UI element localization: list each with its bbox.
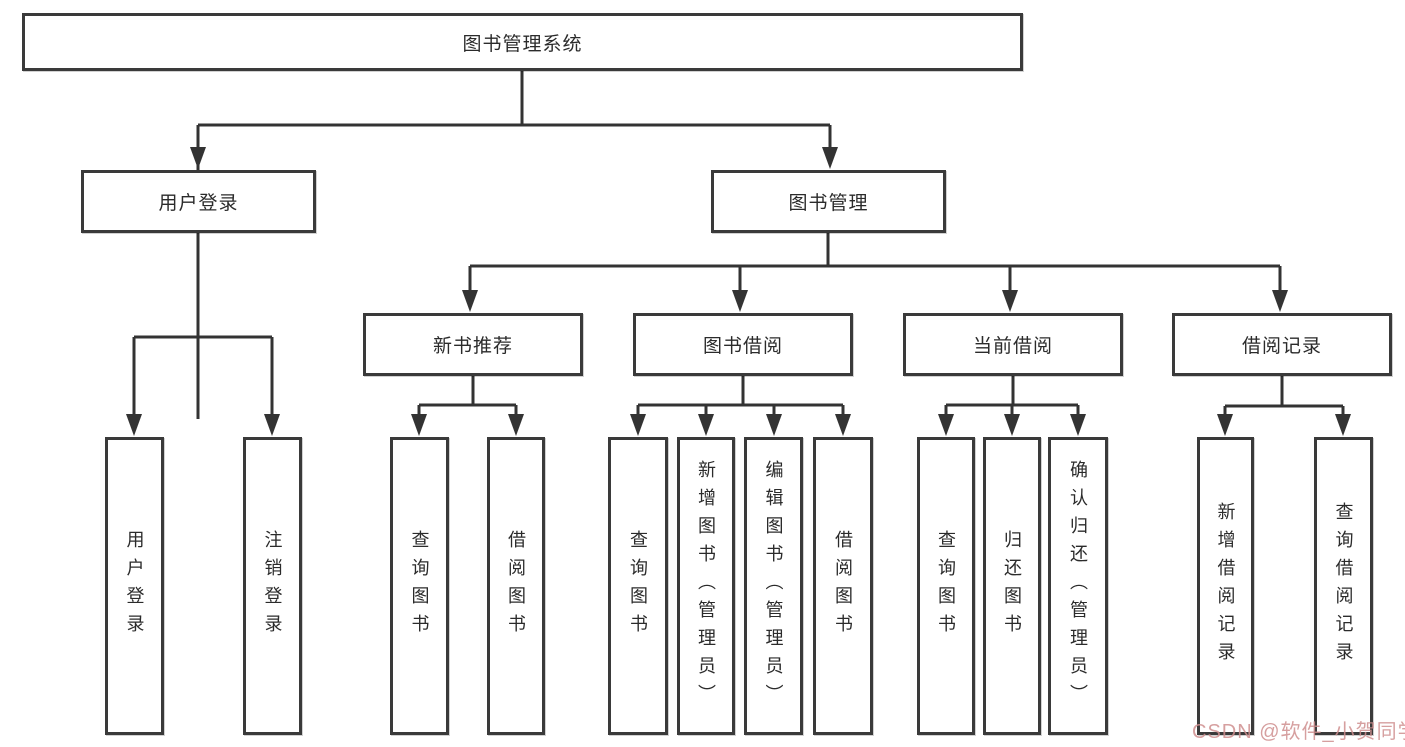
node-query-books-current: 查询图书 xyxy=(917,437,975,735)
node-logout-action: 注销登录 xyxy=(243,437,302,735)
node-return-books: 归还图书 xyxy=(983,437,1041,735)
node-current-borrowing: 当前借阅 xyxy=(903,313,1123,376)
node-confirm-return-admin: 确认归还（管理员） xyxy=(1048,437,1108,735)
node-borrow-books-recommend: 借阅图书 xyxy=(487,437,545,735)
node-add-books-admin-label: 新增图书（管理员） xyxy=(696,460,716,712)
node-query-books-recommend-label: 查询图书 xyxy=(409,530,430,642)
node-borrowing-records: 借阅记录 xyxy=(1172,313,1392,376)
node-edit-books-admin: 编辑图书（管理员） xyxy=(744,437,803,735)
node-confirm-return-admin-label: 确认归还（管理员） xyxy=(1068,460,1088,712)
node-book-borrowing: 图书借阅 xyxy=(633,313,853,376)
node-new-book-recommendation: 新书推荐 xyxy=(363,313,583,376)
node-borrow-books-recommend-label: 借阅图书 xyxy=(506,530,526,642)
node-query-borrow-record-label: 查询借阅记录 xyxy=(1333,502,1354,670)
watermark: CSDN @软件_小贺同学 xyxy=(1192,721,1405,743)
node-logout-action-label: 注销登录 xyxy=(262,530,283,642)
node-query-books-recommend: 查询图书 xyxy=(390,437,449,735)
node-borrow-books-label: 借阅图书 xyxy=(833,530,853,642)
node-return-books-label: 归还图书 xyxy=(1002,530,1022,642)
node-book-management: 图书管理 xyxy=(711,170,946,233)
node-user-login-label: 用户登录 xyxy=(158,193,239,214)
node-current-borrowing-label: 当前借阅 xyxy=(972,336,1053,357)
node-edit-books-admin-label: 编辑图书（管理员） xyxy=(763,460,784,712)
node-new-book-recommendation-label: 新书推荐 xyxy=(432,336,513,357)
node-add-books-admin: 新增图书（管理员） xyxy=(677,437,735,735)
node-borrow-books: 借阅图书 xyxy=(813,437,873,735)
node-user-login-action: 用户登录 xyxy=(105,437,164,735)
node-user-login-action-label: 用户登录 xyxy=(124,530,145,642)
node-root-label: 图书管理系统 xyxy=(462,33,583,55)
node-book-management-label: 图书管理 xyxy=(788,193,869,214)
node-user-login: 用户登录 xyxy=(81,170,316,233)
node-query-books-borrowing: 查询图书 xyxy=(608,437,668,735)
node-add-borrow-record: 新增借阅记录 xyxy=(1197,437,1254,735)
node-query-books-borrowing-label: 查询图书 xyxy=(628,530,648,642)
node-book-borrowing-label: 图书借阅 xyxy=(702,336,783,357)
node-borrowing-records-label: 借阅记录 xyxy=(1241,336,1322,357)
node-query-books-current-label: 查询图书 xyxy=(936,530,956,642)
node-query-borrow-record: 查询借阅记录 xyxy=(1314,437,1373,735)
node-add-borrow-record-label: 新增借阅记录 xyxy=(1215,502,1236,670)
node-root: 图书管理系统 xyxy=(22,13,1023,71)
